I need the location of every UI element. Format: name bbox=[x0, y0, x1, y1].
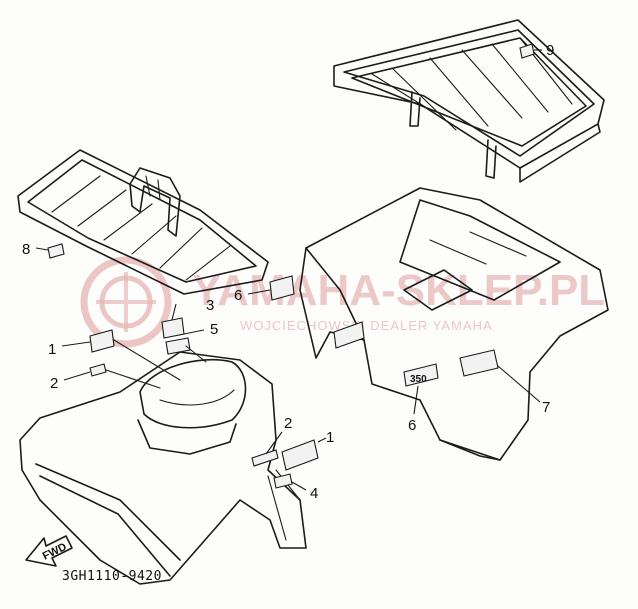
decal-part-9 bbox=[519, 43, 535, 59]
decal-part-8 bbox=[47, 243, 65, 259]
rear-fender bbox=[299, 187, 609, 461]
decals: 350 bbox=[47, 43, 535, 489]
callout-2-front: 2 bbox=[50, 375, 58, 392]
decal-part-7 bbox=[459, 349, 499, 377]
decal-part-2-front bbox=[89, 363, 107, 377]
decal-part-3 bbox=[161, 317, 185, 339]
callout-2-side: 2 bbox=[284, 415, 292, 432]
callout-4: 4 bbox=[310, 485, 318, 502]
watermark: YAMAHA-SKLEP.PL WOJCIECHOWSKI DEALER YAM… bbox=[80, 256, 605, 348]
drawing-code: 3GH1110-9420 bbox=[62, 569, 162, 584]
watermark-subline: WOJCIECHOWSKI DEALER YAMAHA bbox=[240, 318, 493, 333]
decal-part-6-lower bbox=[403, 363, 439, 387]
decal-part-4 bbox=[273, 473, 293, 489]
callout-3: 3 bbox=[206, 297, 214, 314]
callout-8: 8 bbox=[22, 241, 30, 258]
callout-6-upper: 6 bbox=[234, 287, 242, 304]
callout-9: 9 bbox=[546, 42, 554, 59]
decal-part-5 bbox=[165, 337, 191, 355]
decal-part-6-side bbox=[333, 321, 365, 349]
decal-part-2-side bbox=[251, 449, 279, 467]
front-carrier-rack bbox=[17, 149, 269, 295]
decal-part-1-front bbox=[89, 329, 115, 353]
watermark-brand: YAMAHA-SKLEP.PL bbox=[192, 266, 605, 315]
callout-6-lower: 6 bbox=[408, 417, 416, 434]
callout-5: 5 bbox=[210, 321, 218, 338]
leader-lines bbox=[35, 49, 542, 491]
callout-numbers: 9 8 3 5 6 1 2 2 1 4 6 7 bbox=[22, 42, 554, 502]
callout-1-front: 1 bbox=[48, 341, 56, 358]
decal-part-1-side bbox=[281, 439, 319, 471]
callout-7: 7 bbox=[542, 399, 550, 416]
decal-part-6-upper bbox=[269, 275, 295, 301]
decal-350-label: 350 bbox=[410, 374, 427, 385]
fwd-direction-arrow: FWD bbox=[25, 535, 73, 567]
callout-1-side: 1 bbox=[326, 429, 334, 446]
rear-carrier-rack bbox=[333, 19, 605, 183]
